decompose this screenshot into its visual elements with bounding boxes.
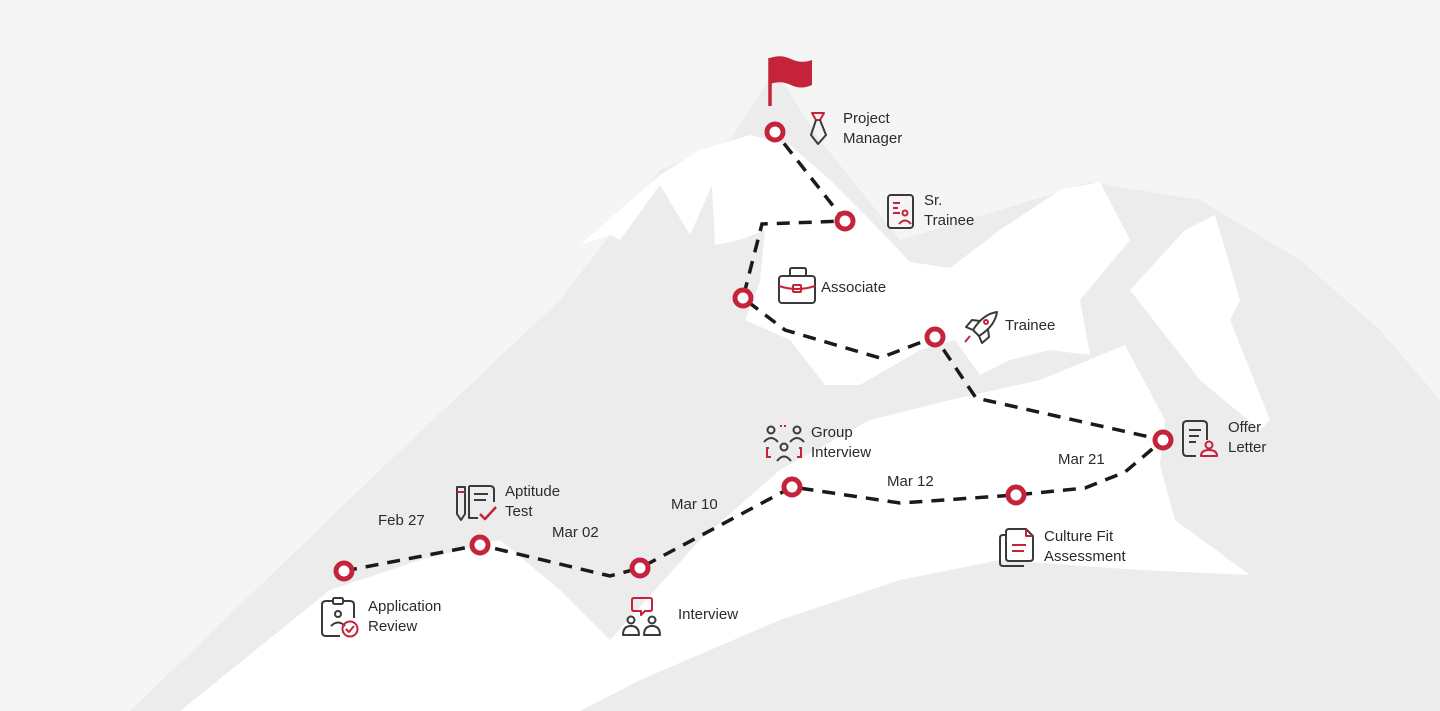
id-card-icon — [887, 194, 914, 229]
milestone-label-associate: Associate — [821, 279, 887, 296]
milestone-marker-trainee — [924, 326, 946, 348]
date-label: Mar 21 — [1058, 451, 1105, 468]
milestone-marker-sr-trainee — [834, 210, 856, 232]
milestone-marker-offer-letter — [1152, 429, 1174, 451]
snow-lower — [180, 345, 1250, 711]
milestone-label-project-manager: Project Manager — [843, 110, 903, 147]
milestone-label-interview: Interview — [678, 606, 739, 623]
milestone-label-trainee: Trainee — [1005, 317, 1056, 334]
milestone-label-aptitude-test: Aptitude Test — [505, 483, 561, 520]
group-people-icon — [763, 425, 805, 462]
pencil-checklist-icon — [456, 485, 497, 521]
date-label: Feb 27 — [378, 512, 425, 529]
milestone-marker-aptitude-test — [469, 534, 491, 556]
flag-icon — [768, 56, 812, 106]
milestone-marker-associate — [732, 287, 754, 309]
date-label: Mar 02 — [552, 524, 599, 541]
milestone-markers — [333, 121, 1174, 582]
date-label: Mar 10 — [671, 496, 718, 513]
milestone-label-group-interview: Group Interview — [811, 424, 872, 461]
briefcase-icon — [778, 267, 816, 304]
milestone-label-application-review: Application Review — [368, 598, 442, 635]
milestone-label-sr-trainee: Sr. Trainee — [924, 192, 975, 229]
milestone-marker-interview — [629, 557, 651, 579]
milestone-marker-project-manager — [764, 121, 786, 143]
milestone-marker-application-review — [333, 560, 355, 582]
rocket-icon — [964, 311, 998, 344]
milestone-label-offer-letter: Offer Letter — [1228, 419, 1267, 456]
milestone-marker-group-interview — [781, 476, 803, 498]
people-chat-icon — [622, 597, 661, 636]
offer-letter-icon — [1182, 420, 1218, 457]
milestone-label-culture-fit: Culture Fit Assessment — [1044, 528, 1126, 565]
snow-right — [1130, 215, 1270, 430]
date-label: Mar 12 — [887, 473, 934, 490]
stacked-documents-icon — [999, 528, 1034, 567]
milestone-marker-culture-fit — [1005, 484, 1027, 506]
necktie-icon — [810, 112, 827, 145]
clipboard-check-icon — [321, 597, 359, 638]
